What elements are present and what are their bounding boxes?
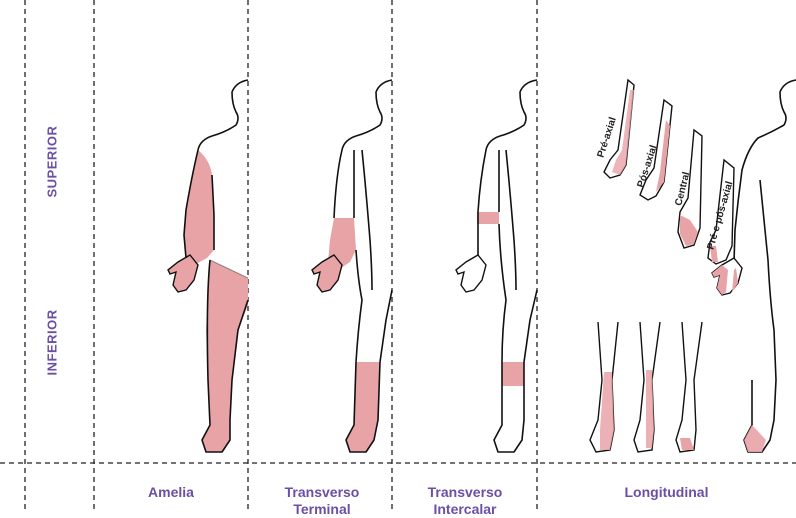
row-label-inferior: INFERIOR	[45, 296, 60, 376]
column-heading-transverso-terminal: Transverso Terminal	[262, 484, 382, 518]
intercalar-figure	[456, 80, 537, 452]
amelia-figure	[168, 80, 248, 452]
amelia-leg-shade	[202, 260, 248, 452]
amelia-arm-shade	[184, 150, 214, 265]
amelia-hand	[168, 255, 198, 292]
terminal-hand	[312, 255, 342, 292]
intercalar-arm-shade	[477, 212, 499, 224]
column-heading-longitudinal: Longitudinal	[537, 484, 796, 501]
intercalar-leg-shade	[502, 362, 524, 386]
terminal-figure	[312, 80, 392, 452]
column-heading-amelia: Amelia	[94, 484, 248, 501]
column-heading-transverso-intercalar: Transverso Intercalar	[405, 484, 525, 518]
longitudinal-figure	[590, 80, 796, 452]
intercalar-hand	[456, 255, 486, 292]
row-label-superior: SUPERIOR	[45, 118, 60, 198]
